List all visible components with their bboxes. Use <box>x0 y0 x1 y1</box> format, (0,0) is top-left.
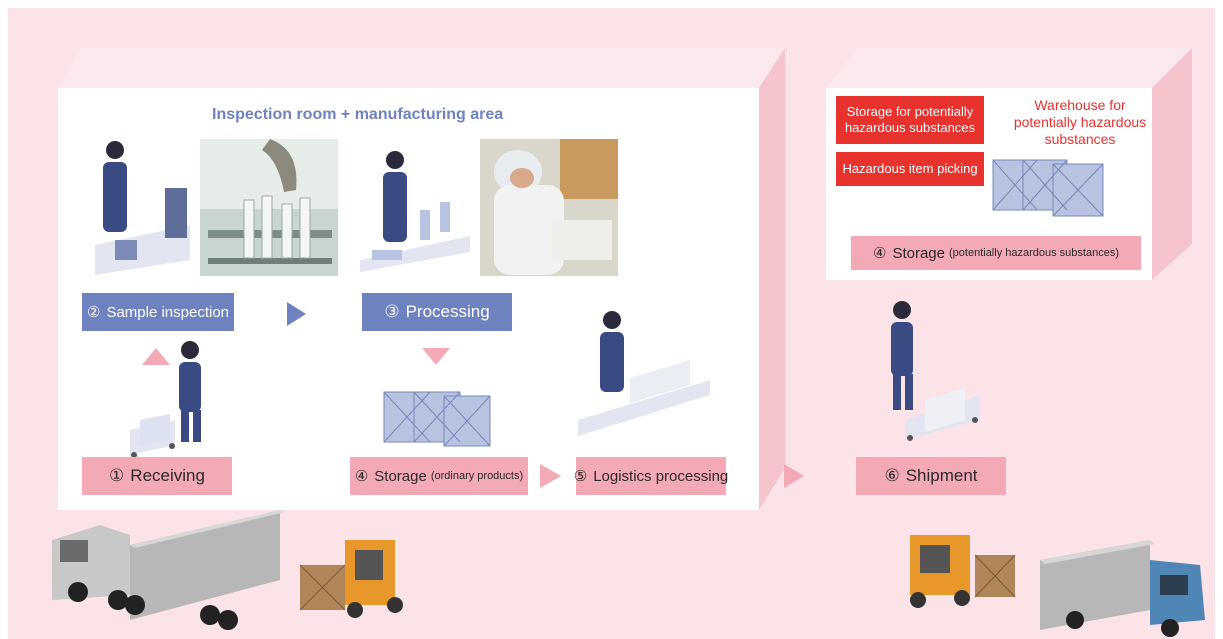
step-number: ② <box>86 304 101 321</box>
step-label: Storage <box>892 244 945 262</box>
worker-inspection <box>95 141 190 275</box>
processing-box: ③ Processing <box>362 293 512 331</box>
step-number: ① <box>109 466 125 485</box>
step-label: Sample inspection <box>106 303 230 321</box>
hazard-picking-box: Hazardous item picking <box>836 152 984 186</box>
arrow-up-1 <box>142 348 170 365</box>
step-sublabel: (potentially hazardous substances) <box>949 247 1119 259</box>
arrow-right-2 <box>540 464 561 488</box>
forklift-right <box>910 535 1016 608</box>
shipment-box: ⑥ Shipment <box>856 457 1006 495</box>
storage-ordinary-box: ④ Storage (ordinary products) <box>350 457 528 495</box>
hazard-storage-box: Storage for potentially hazardous substa… <box>836 96 984 144</box>
arrow-right-3 <box>784 464 804 488</box>
hazard-room-side <box>1152 48 1192 280</box>
test-tube-photo <box>200 139 338 276</box>
logistics-box: ⑤ Logistics processing <box>573 457 729 495</box>
arrow-right-1 <box>287 302 306 326</box>
step-label: Shipment <box>905 466 978 485</box>
step-number: ③ <box>384 302 400 321</box>
main-room-top <box>58 48 785 88</box>
receiving-box: ① Receiving <box>82 457 232 495</box>
crates-ordinary <box>383 391 491 447</box>
crates-hazard <box>992 159 1104 217</box>
hazard-room-top <box>826 48 1192 88</box>
forklift-left <box>299 540 403 618</box>
area-title: Inspection room + manufacturing area <box>212 106 504 123</box>
worker-logistics <box>578 311 710 436</box>
hazard-warehouse-label: Warehouse for potentially hazardous subs… <box>1013 97 1147 147</box>
step-number: ④ <box>873 245 887 262</box>
truck-left <box>52 510 285 630</box>
step-number: ⑤ <box>573 468 588 485</box>
step-number: ④ <box>354 468 369 485</box>
step-label: Storage <box>374 467 427 485</box>
arrow-down-1 <box>422 348 450 365</box>
worker-processing <box>360 151 470 272</box>
sample-inspection-box: ② Sample inspection <box>82 293 234 331</box>
processing-photo <box>480 139 618 276</box>
step-sublabel: (ordinary products) <box>430 470 524 482</box>
step-label: Processing <box>405 302 490 321</box>
truck-right <box>1040 540 1205 637</box>
worker-receiving <box>130 341 201 458</box>
worker-shipment <box>891 301 980 441</box>
step-label: Receiving <box>130 466 205 485</box>
main-room-side <box>759 48 785 510</box>
step-label: Logistics processing <box>593 467 729 485</box>
storage-hazard-box: ④ Storage (potentially hazardous substan… <box>851 236 1141 270</box>
step-number: ⑥ <box>884 466 900 485</box>
